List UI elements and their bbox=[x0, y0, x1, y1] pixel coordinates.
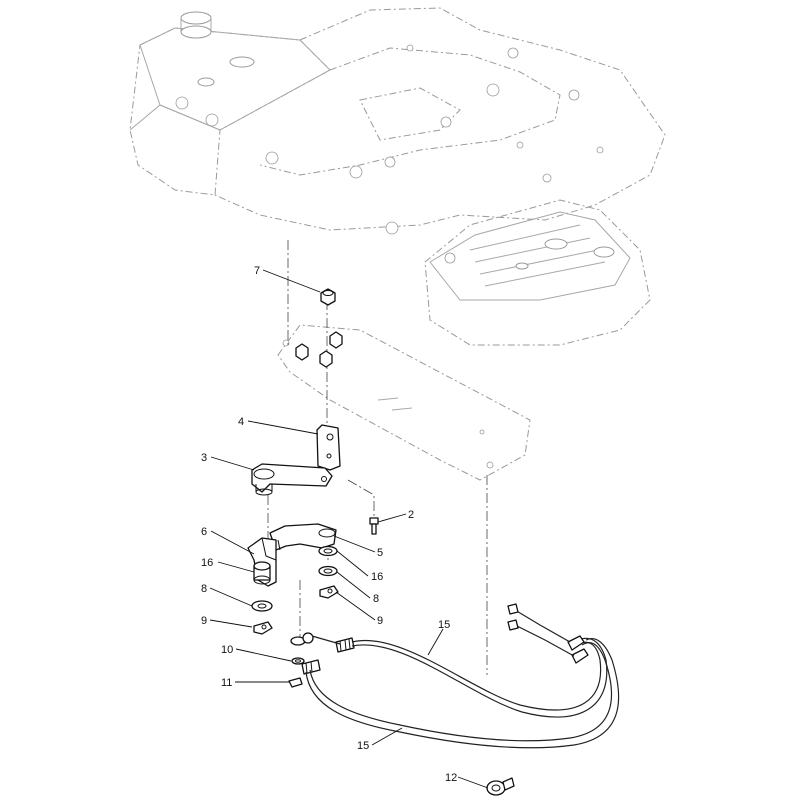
bushing-16-right bbox=[318, 545, 338, 557]
callout-labels: 7 4 3 2 5 6 16 16 8 8 9 9 10 11 15 15 12 bbox=[201, 265, 457, 784]
callout-6: 6 bbox=[201, 526, 207, 538]
washer-10 bbox=[291, 657, 305, 665]
clip-11 bbox=[288, 677, 303, 688]
bolt-2 bbox=[369, 517, 379, 535]
frame-phantom bbox=[129, 7, 666, 346]
callout-5: 5 bbox=[377, 547, 383, 559]
callout-16-left: 16 bbox=[201, 557, 213, 569]
bushing-16-left bbox=[253, 561, 271, 585]
washer-8-left bbox=[251, 600, 273, 612]
callout-15-bottom: 15 bbox=[357, 740, 369, 752]
mounting-bracket-phantom bbox=[277, 324, 531, 481]
clip-9-right bbox=[319, 585, 339, 599]
mounting-nuts bbox=[295, 331, 343, 368]
clamp-12 bbox=[486, 777, 515, 796]
assembly-centerlines bbox=[267, 240, 488, 675]
clip-9-left bbox=[253, 621, 273, 635]
deck-fasteners bbox=[175, 44, 604, 235]
leader-lines bbox=[209, 269, 489, 789]
cable-end-fittings bbox=[290, 632, 355, 675]
callout-7: 7 bbox=[254, 265, 260, 277]
callout-2: 2 bbox=[408, 509, 414, 521]
nut-7 bbox=[320, 288, 336, 306]
callout-15-top: 15 bbox=[438, 619, 450, 631]
control-arm-3 bbox=[251, 463, 333, 496]
callout-12: 12 bbox=[445, 772, 457, 784]
callout-10: 10 bbox=[221, 644, 233, 656]
washer-8-right bbox=[318, 565, 338, 577]
callout-11: 11 bbox=[221, 677, 232, 689]
callout-3: 3 bbox=[201, 452, 207, 464]
callout-4: 4 bbox=[238, 416, 244, 428]
callout-16-right: 16 bbox=[371, 571, 383, 583]
callout-8-right: 8 bbox=[373, 593, 379, 605]
callout-8-left: 8 bbox=[201, 583, 207, 595]
pivot-plate-4 bbox=[316, 424, 341, 471]
callout-9-right: 9 bbox=[377, 615, 383, 627]
cable-assembly-15 bbox=[305, 603, 620, 749]
callout-9-left: 9 bbox=[201, 615, 207, 627]
